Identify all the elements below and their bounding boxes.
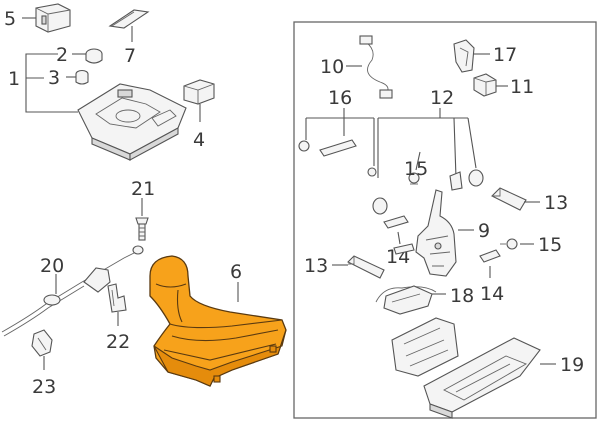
part-3-plug[interactable] bbox=[75, 69, 89, 85]
callout-21: 21 bbox=[131, 178, 155, 200]
callout-17: 17 bbox=[493, 44, 517, 66]
part-22-clip[interactable] bbox=[107, 283, 127, 313]
part-9-lever-mechanism[interactable] bbox=[415, 189, 457, 277]
callout-19: 19 bbox=[560, 354, 584, 376]
callout-10: 10 bbox=[320, 56, 344, 78]
callout-4: 4 bbox=[193, 129, 205, 151]
callout-3: 3 bbox=[48, 67, 60, 89]
callout-15a: 15 bbox=[404, 158, 428, 180]
callout-13a: 13 bbox=[544, 192, 568, 214]
part-2-knob[interactable] bbox=[85, 48, 103, 64]
callout-22: 22 bbox=[106, 331, 130, 353]
callout-13b: 13 bbox=[304, 255, 328, 277]
callout-11: 11 bbox=[510, 76, 534, 98]
part-19-base-tray[interactable] bbox=[391, 317, 541, 419]
callout-7: 7 bbox=[124, 45, 136, 67]
part-23-clip[interactable] bbox=[31, 329, 53, 357]
callout-1: 1 bbox=[8, 68, 20, 90]
callout-2: 2 bbox=[56, 44, 68, 66]
part-14-pad-c[interactable] bbox=[393, 243, 415, 255]
part-4-clip[interactable] bbox=[183, 79, 215, 105]
callout-23: 23 bbox=[32, 376, 56, 398]
part-20-cable[interactable] bbox=[1, 245, 144, 337]
part-18-harness[interactable] bbox=[375, 285, 437, 315]
callout-14b: 14 bbox=[480, 283, 504, 305]
part-10-harness[interactable] bbox=[359, 35, 393, 99]
part-17-bracket[interactable] bbox=[453, 39, 475, 73]
part-21-bolt[interactable] bbox=[135, 217, 149, 241]
callout-6: 6 bbox=[230, 261, 242, 283]
callout-5: 5 bbox=[4, 8, 16, 30]
callout-12: 12 bbox=[430, 87, 454, 109]
part-7-pad[interactable] bbox=[108, 9, 150, 29]
callout-18: 18 bbox=[450, 285, 474, 307]
part-14-pad-a[interactable] bbox=[383, 215, 409, 229]
part-14-pad-b[interactable] bbox=[479, 249, 501, 263]
part-16-rod[interactable] bbox=[298, 139, 377, 177]
part-6-shift-boot[interactable] bbox=[149, 255, 287, 387]
part-11-switch[interactable] bbox=[473, 73, 497, 97]
part-15-screw-b[interactable] bbox=[500, 238, 518, 250]
callout-9: 9 bbox=[478, 220, 490, 242]
callout-15b: 15 bbox=[538, 234, 562, 256]
subassembly-frame bbox=[293, 21, 597, 419]
part-15-screw-a[interactable] bbox=[408, 172, 420, 185]
part-13-pad-a[interactable] bbox=[491, 187, 527, 211]
part-12-knobs[interactable] bbox=[372, 169, 484, 215]
part-5-switch[interactable] bbox=[35, 3, 71, 33]
callout-16: 16 bbox=[328, 87, 352, 109]
callout-20: 20 bbox=[40, 255, 64, 277]
part-13-pad-b[interactable] bbox=[347, 255, 385, 279]
part-1-housing[interactable] bbox=[77, 83, 187, 161]
